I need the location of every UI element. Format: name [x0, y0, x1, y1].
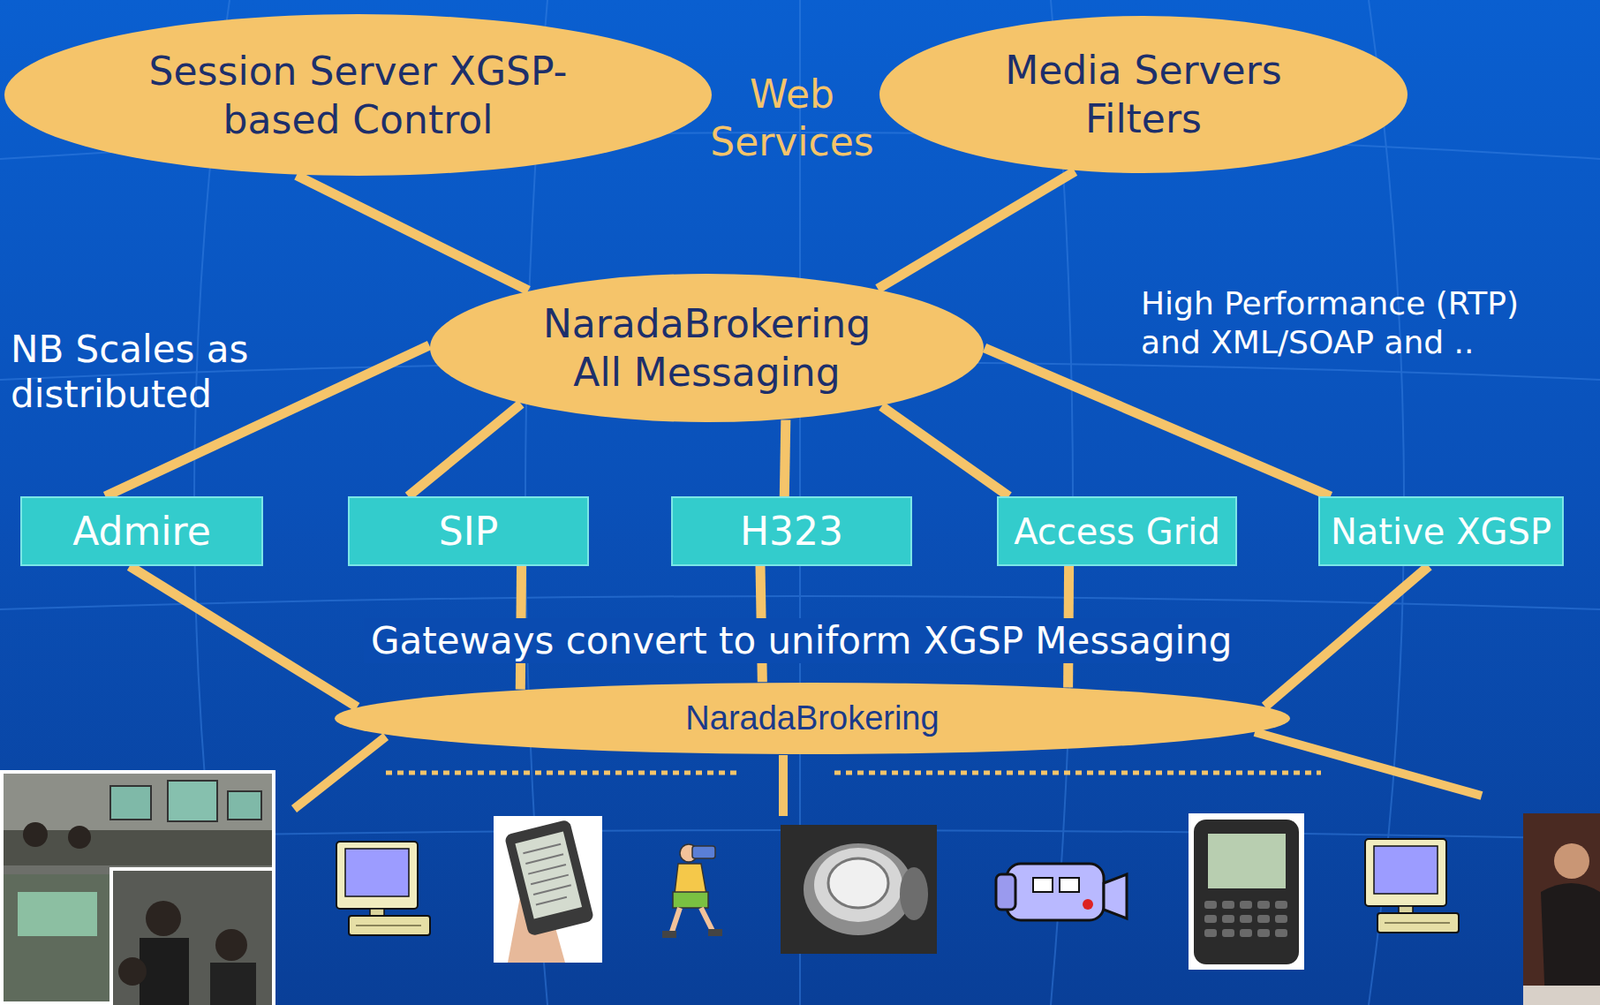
gateway-note: Gateways convert to uniform XGSP Messagi… — [363, 618, 1240, 664]
gateway-box: Admire — [20, 496, 264, 567]
pager-device — [1188, 813, 1305, 970]
connector-line — [877, 171, 1075, 289]
gateway-box: H323 — [671, 496, 913, 567]
person-photo — [1523, 813, 1600, 1005]
node-text: H323 — [739, 506, 844, 556]
note-label: NB Scales as distributed — [10, 326, 302, 417]
connector-line — [296, 175, 529, 291]
node-text: Media Servers Filters — [966, 45, 1321, 144]
connector-line — [784, 419, 786, 497]
server-ellipse: Session Server XGSP-based Control — [3, 13, 713, 177]
node-text: NaradaBrokering All Messaging — [521, 299, 893, 397]
web-services-label: Web Services — [703, 70, 881, 166]
meeting-photo — [0, 769, 276, 1005]
camera-person — [662, 844, 723, 938]
dotted-line — [385, 770, 740, 776]
broker-ellipse: NaradaBrokering All Messaging — [429, 272, 985, 423]
gateway-box: Access Grid — [996, 496, 1238, 567]
ellipse-shape — [878, 15, 1409, 174]
ellipse-fill — [334, 682, 1291, 755]
connector-line — [129, 566, 358, 708]
gateway-box: Native XGSP — [1318, 496, 1564, 567]
ellipse-fill — [430, 273, 984, 423]
dotted-line — [834, 770, 1321, 776]
connector-line — [407, 403, 521, 497]
ebook-device — [493, 815, 603, 963]
broker-ellipse: NaradaBrokering — [333, 681, 1291, 755]
note-label: High Performance (RTP) and XML/SOAP and … — [1140, 284, 1556, 363]
connector-line — [1264, 566, 1429, 707]
node-text: Native XGSP — [1330, 509, 1552, 554]
node-text: Admire — [72, 506, 212, 556]
ellipse-fill — [4, 14, 712, 176]
connector-line — [881, 406, 1009, 497]
node-text: SIP — [438, 506, 499, 556]
ring-photo — [780, 824, 937, 954]
node-text: Session Server XGSP-based Control — [120, 46, 597, 144]
connector-line — [984, 347, 1331, 497]
ellipse-shape — [3, 13, 713, 177]
gateway-box: SIP — [347, 496, 589, 567]
video-camera — [996, 863, 1127, 921]
server-ellipse: Media Servers Filters — [878, 15, 1409, 174]
node-text: Access Grid — [1013, 509, 1221, 554]
ellipse-shape — [429, 272, 985, 423]
ellipse-fill — [879, 15, 1408, 174]
node-text: NaradaBrokering — [685, 697, 939, 740]
